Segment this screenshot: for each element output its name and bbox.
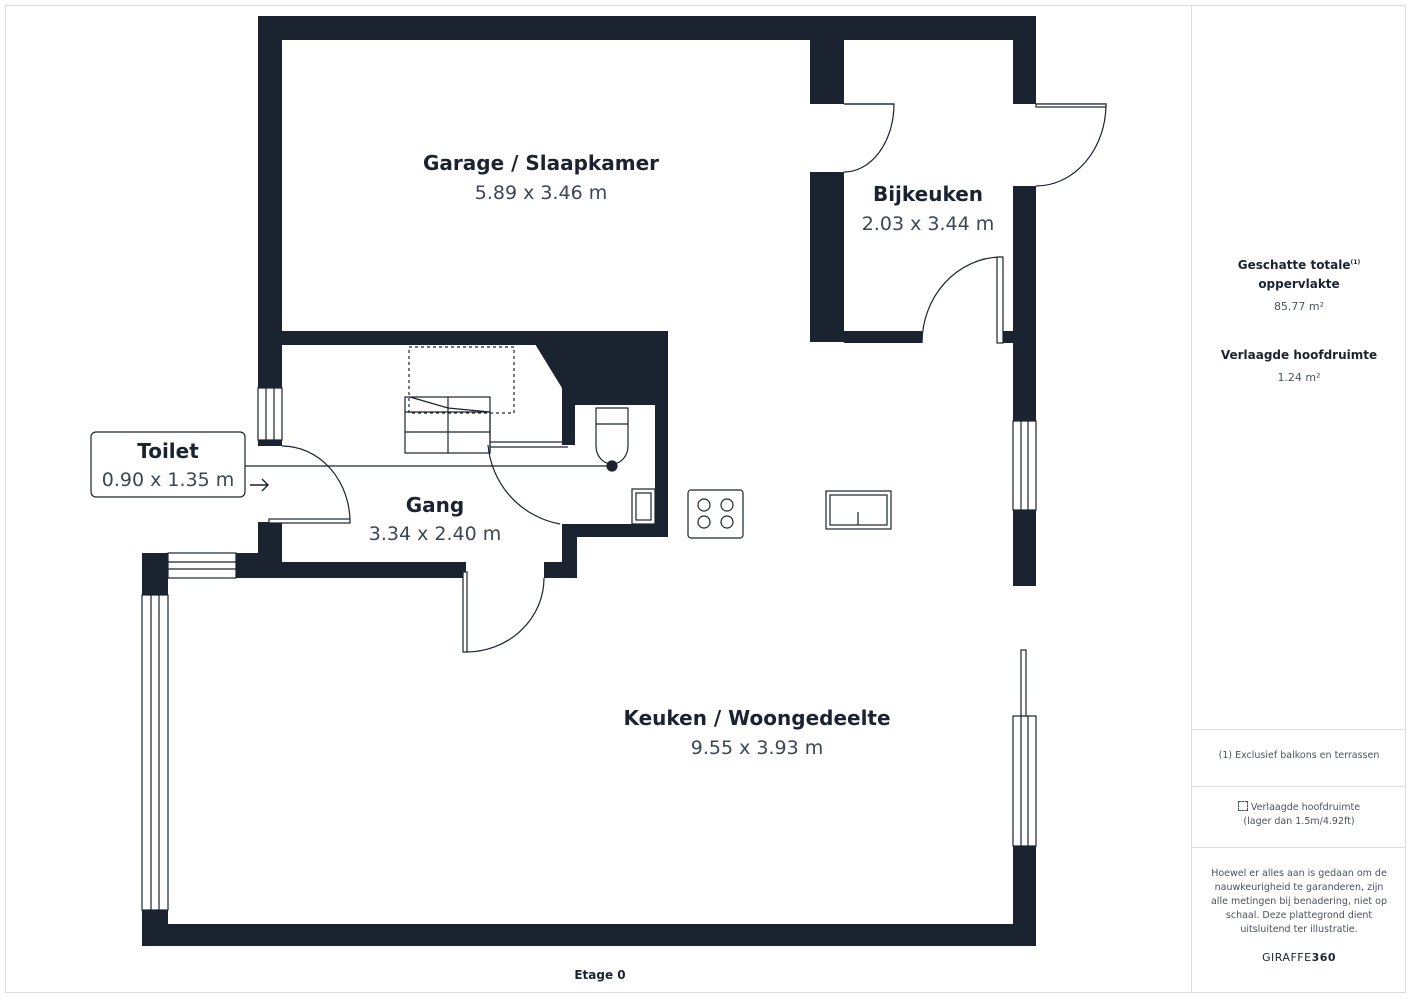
- divider: [1192, 729, 1406, 730]
- footnote-marker: (1): [1350, 259, 1361, 266]
- total-area-title-line1: Geschatte totale: [1237, 258, 1351, 272]
- room-name-garage: Garage / Slaapkamer: [423, 151, 659, 175]
- divider: [1192, 847, 1406, 848]
- room-dims-keuken: 9.55 x 3.93 m: [691, 737, 823, 759]
- dashed-area-icon: [1237, 801, 1248, 811]
- reduced-headroom-block: Verlaagde hoofdruimte 1.24 m²: [1192, 346, 1406, 384]
- fixtures: [244, 407, 892, 539]
- disclaimer: Hoewel er alles aan is gedaan om de nauw…: [1210, 868, 1387, 935]
- room-name-toilet: Toilet: [137, 439, 199, 463]
- toilet-label-box: [90, 431, 269, 498]
- room-dims-toilet: 0.90 x 1.35 m: [102, 469, 234, 491]
- room-name-bijkeuken: Bijkeuken: [873, 182, 983, 206]
- brand-prefix: GIRAFFE: [1261, 951, 1312, 964]
- room-dims-bijkeuken: 2.03 x 3.44 m: [862, 213, 994, 235]
- doors: [268, 103, 1107, 653]
- legend: Verlaagde hoofdruimte (lager dan 1.5m/4.…: [1192, 801, 1406, 829]
- brand-logo: GIRAFFE360: [1192, 951, 1406, 964]
- footnote: (1) Exclusief balkons en terrassen: [1218, 750, 1380, 761]
- floor-label: Etage 0: [574, 968, 626, 982]
- windows: [141, 387, 1037, 911]
- page-frame: [5, 5, 1406, 993]
- sidebar: Geschatte totale(1) oppervlakte 85.77 m²…: [1191, 5, 1406, 993]
- legend-line2: (lager dan 1.5m/4.92ft): [1243, 816, 1355, 827]
- divider: [1192, 786, 1406, 787]
- stairs: [404, 346, 568, 454]
- total-area-title-line2: oppervlakte: [1258, 277, 1340, 291]
- reduced-headroom-title: Verlaagde hoofdruimte: [1220, 348, 1378, 362]
- floor-plan: Garage / Slaapkamer 5.89 x 3.46 m Bijkeu…: [90, 16, 1107, 946]
- room-dims-gang: 3.34 x 2.40 m: [369, 523, 501, 545]
- reduced-headroom-value: 1.24 m²: [1277, 371, 1321, 384]
- legend-line1: Verlaagde hoofdruimte: [1250, 802, 1361, 813]
- room-name-gang: Gang: [406, 493, 464, 517]
- walls: [142, 16, 1036, 946]
- total-area-block: Geschatte totale(1) oppervlakte 85.77 m²: [1192, 253, 1406, 313]
- room-name-keuken: Keuken / Woongedeelte: [623, 706, 890, 730]
- room-dims-garage: 5.89 x 3.46 m: [475, 182, 607, 204]
- total-area-title: Geschatte totale(1) oppervlakte: [1192, 253, 1406, 294]
- total-area-value: 85.77 m²: [1273, 300, 1325, 313]
- brand-suffix: 360: [1311, 951, 1337, 964]
